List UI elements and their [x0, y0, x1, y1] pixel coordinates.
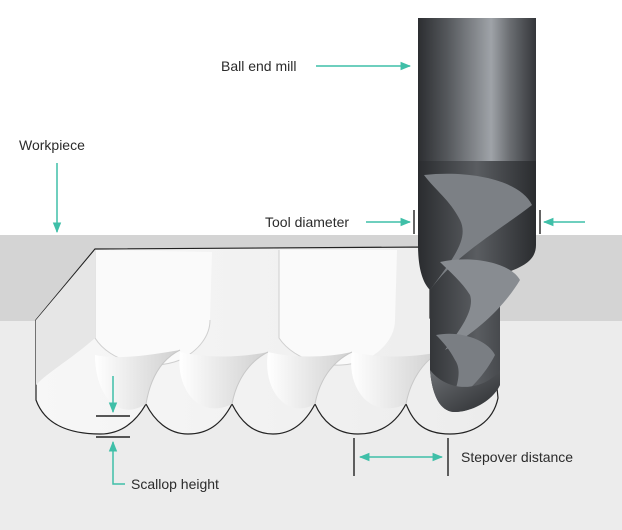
scallop-edges	[145, 349, 441, 405]
upper-pass-face-2	[279, 250, 397, 366]
tool-shank	[418, 18, 536, 161]
upper-left-bevel	[36, 250, 95, 385]
dimension-lines	[96, 210, 541, 476]
arrow-up-icon	[108, 440, 125, 485]
tool-helix-3	[436, 333, 495, 405]
tool-helix-2	[440, 259, 520, 350]
groove-1	[95, 350, 180, 410]
groove-2	[179, 352, 268, 409]
ball-end-mill	[418, 18, 536, 412]
groove-3	[267, 352, 352, 409]
upper-pass-face-1	[95, 250, 212, 366]
label-scallop-height: Scallop height	[131, 476, 219, 492]
label-workpiece: Workpiece	[19, 137, 85, 153]
label-tool-diameter: Tool diameter	[265, 214, 350, 230]
tool-ball-tip	[430, 370, 500, 412]
groove-4	[351, 352, 440, 409]
label-ball-end-mill: Ball end mill	[221, 58, 297, 74]
label-stepover-distance: Stepover distance	[461, 449, 574, 465]
